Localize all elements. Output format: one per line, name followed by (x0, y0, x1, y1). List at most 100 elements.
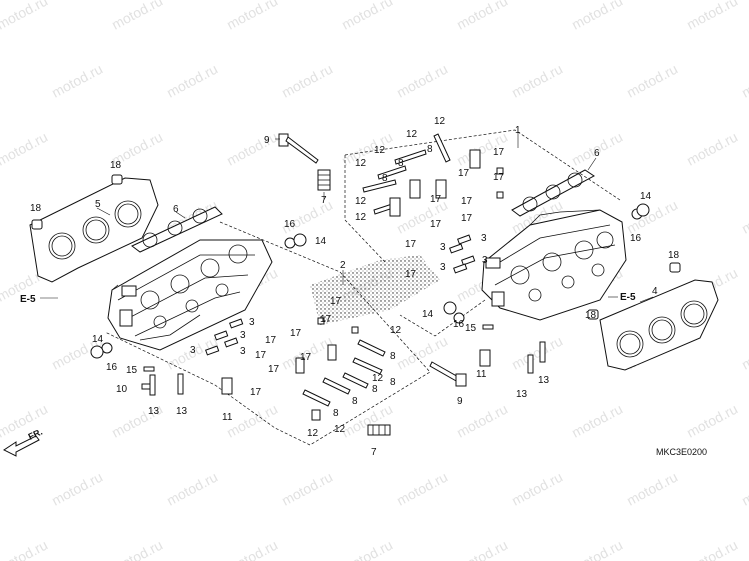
callout-3: 3 (240, 330, 246, 341)
watermark-text: motod.ru (339, 0, 395, 33)
diagram-code: MKC3E0200 (656, 447, 707, 457)
watermark-text: motod.ru (0, 129, 50, 169)
callout-10: 10 (116, 384, 128, 395)
watermark-text: motod.ru (569, 0, 625, 33)
reference-e5-right: E-5 (620, 292, 636, 303)
watermark-text: motod.ru (569, 401, 625, 441)
callout-13: 13 (538, 375, 550, 386)
watermark-text: motod.ru (394, 61, 450, 101)
washer (453, 312, 465, 324)
left-assembly-outline (104, 221, 431, 446)
watermark-text: motod.ru (279, 197, 335, 237)
watermark-text: motod.ru (509, 469, 565, 509)
watermark-text: motod.ru (0, 537, 50, 561)
callout-8: 8 (390, 377, 396, 388)
nut (293, 233, 307, 247)
callout-14: 14 (640, 191, 652, 202)
reference-labels: E-5 E-5 (20, 292, 636, 305)
callout-17: 17 (458, 168, 470, 179)
callout-9: 9 (457, 396, 463, 407)
callout-3: 3 (482, 255, 488, 266)
callout-17: 17 (268, 364, 280, 375)
watermark-text: motod.ru (739, 61, 749, 101)
callout-13: 13 (516, 389, 528, 400)
washer (101, 342, 113, 354)
callout-12: 12 (374, 145, 386, 156)
callout-17: 17 (330, 296, 342, 307)
bolt-11 (479, 349, 491, 367)
callout-12: 12 (372, 373, 384, 384)
dowel-pin (31, 219, 43, 230)
callout-17: 17 (255, 350, 267, 361)
stud-bolt (539, 341, 546, 363)
callout-11: 11 (222, 412, 233, 423)
callout-12: 12 (355, 196, 367, 207)
callout-16: 16 (106, 362, 118, 373)
callout-8: 8 (398, 158, 404, 169)
stud-bolt (527, 354, 534, 374)
callout-8: 8 (382, 173, 388, 184)
watermark-text: motod.ru (684, 537, 740, 561)
watermark-text: motod.ru (509, 61, 565, 101)
watermark-text: motod.ru (624, 61, 680, 101)
spark-plug-top (317, 169, 331, 191)
watermark-text: motod.ru (49, 61, 105, 101)
callout-16: 16 (630, 233, 642, 244)
watermark-text: motod.ru (394, 469, 450, 509)
callout-3: 3 (440, 262, 446, 273)
stipple-fill (310, 255, 440, 325)
bolt-11 (221, 377, 233, 395)
washer (284, 237, 296, 249)
watermark-text: motod.ru (109, 537, 165, 561)
callout-7: 7 (321, 195, 327, 206)
right-bolt-group (362, 133, 504, 217)
watermark-text: motod.ru (109, 0, 165, 33)
watermark-text: motod.ru (684, 129, 740, 169)
callout-3: 3 (249, 317, 255, 328)
callout-17: 17 (300, 352, 312, 363)
nut (90, 345, 104, 359)
watermark-text: motod.ru (509, 333, 565, 373)
watermark-text: motod.ru (279, 469, 335, 509)
watermark-text: motod.ru (224, 129, 280, 169)
callout-8: 8 (390, 351, 396, 362)
dowel-pin (669, 262, 681, 273)
callout-17: 17 (265, 335, 277, 346)
callout-17: 17 (405, 269, 417, 280)
callout-9: 9 (264, 135, 270, 146)
callout-6: 6 (173, 204, 179, 215)
callout-17: 17 (493, 147, 505, 158)
callout-17: 17 (430, 219, 442, 230)
callout-17: 17 (461, 196, 473, 207)
callout-5: 5 (95, 199, 101, 210)
watermark-text: motod.ru (279, 61, 335, 101)
callout-17: 17 (493, 172, 505, 183)
callout-17: 17 (430, 194, 442, 205)
callout-14: 14 (422, 309, 434, 320)
left-head-gasket (29, 177, 159, 283)
spark-plug-bottom (367, 424, 391, 436)
callout-8: 8 (333, 408, 339, 419)
watermark-text: motod.ru (339, 537, 395, 561)
callout-4: 4 (652, 286, 658, 297)
callout-labels: 1 2 3 3 3 3 3 3 3 3 4 5 6 6 7 7 8 8 8 8 … (30, 116, 680, 458)
watermark-text: motod.ru (739, 469, 749, 509)
watermark-text: motod.ru (454, 537, 510, 561)
callout-13: 13 (148, 406, 160, 417)
left-exhaust-gasket (131, 206, 223, 253)
callout-3: 3 (481, 233, 487, 244)
callout-8: 8 (427, 144, 433, 155)
watermark-text: motod.ru (739, 197, 749, 237)
bolt-9-bottom (429, 361, 467, 387)
callout-18: 18 (585, 310, 597, 321)
stud-bolt (149, 374, 156, 396)
dowel-pin (587, 309, 599, 320)
callout-8: 8 (352, 396, 358, 407)
callout-17: 17 (250, 387, 262, 398)
pin-15 (143, 366, 155, 372)
callout-15: 15 (465, 323, 477, 334)
bolt-9-top (278, 133, 319, 164)
callout-6: 6 (594, 148, 600, 159)
watermark-text: motod.ru (684, 0, 740, 33)
callout-11: 11 (476, 369, 487, 380)
